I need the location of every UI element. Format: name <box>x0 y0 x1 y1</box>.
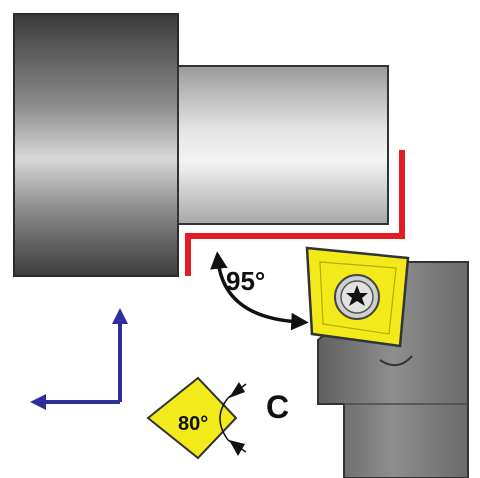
toolpath-line <box>185 150 405 276</box>
insert-shape-letter: C <box>266 389 289 425</box>
angle-pointer-top-head <box>229 382 245 398</box>
angle-arc-arrow <box>210 251 309 331</box>
insert-angle-arc <box>219 397 229 441</box>
angle-pointer-bottom-head <box>229 440 245 456</box>
chuck-body <box>13 13 179 277</box>
approach-angle-label: 95° <box>226 266 265 296</box>
insert-angle-label: 80° <box>178 413 208 435</box>
insert-inner-outline <box>319 261 397 335</box>
workpiece <box>177 65 389 225</box>
holder-clamp-curve <box>379 355 413 367</box>
insert-shape-symbol <box>146 376 238 460</box>
torx-icon <box>346 285 368 306</box>
